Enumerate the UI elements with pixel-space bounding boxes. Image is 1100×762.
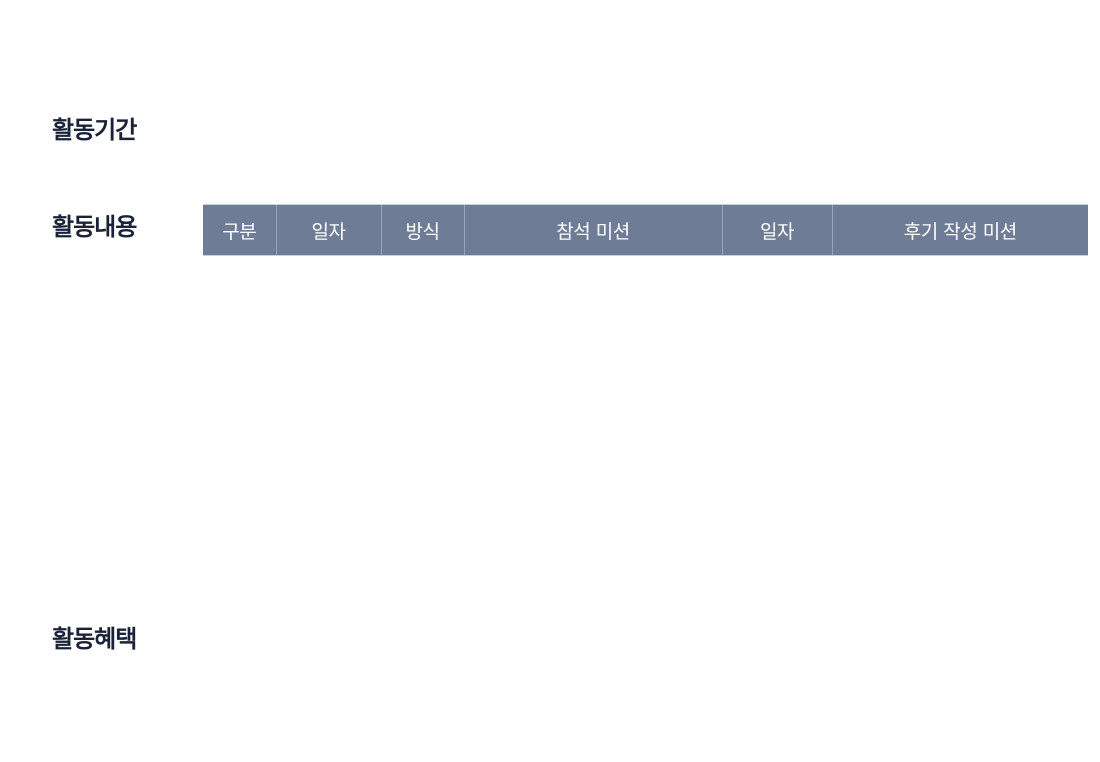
section-heading-content: 활동내용	[52, 213, 137, 241]
header-date-2: 일자	[721, 204, 832, 256]
activity-table: 구분 일자 방식 참석 미션 일자 후기 작성 미션	[203, 204, 1088, 256]
section-heading-benefits: 활동혜택	[52, 625, 137, 653]
section-heading-period: 활동기간	[52, 116, 137, 144]
table-header-row: 구분 일자 방식 참석 미션 일자 후기 작성 미션	[203, 204, 1088, 256]
header-attendance-mission: 참석 미션	[463, 204, 722, 256]
header-category: 구분	[203, 204, 276, 256]
header-method: 방식	[380, 204, 464, 256]
header-date: 일자	[275, 204, 381, 256]
header-review-mission: 후기 작성 미션	[831, 204, 1088, 256]
